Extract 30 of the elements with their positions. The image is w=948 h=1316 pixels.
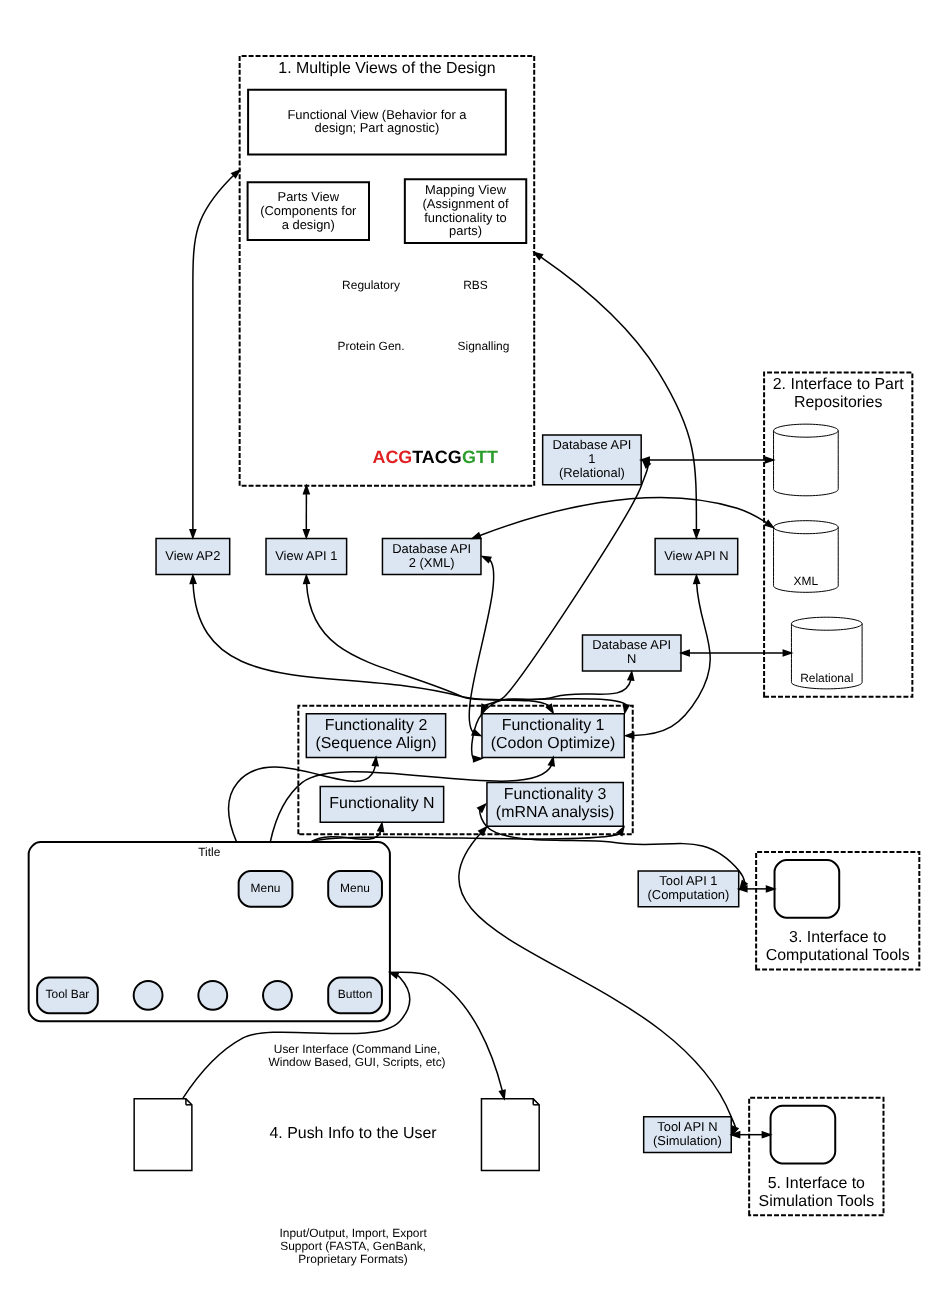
arrow bbox=[189, 167, 242, 539]
node-box: Functionality N bbox=[319, 784, 445, 822]
node-box: Functionality 2 (Sequence Align) bbox=[305, 712, 447, 758]
node-box bbox=[769, 1103, 837, 1164]
node-box: Functionality 3 (mRNA analysis) bbox=[486, 780, 624, 826]
arrow bbox=[309, 819, 385, 842]
arrow bbox=[269, 754, 556, 842]
arrow bbox=[679, 648, 794, 656]
node-circle bbox=[197, 978, 229, 1010]
cluster: 3. Interface to Computational Tools bbox=[755, 850, 921, 970]
node-box: Functionality 1 (Codon Optimize) bbox=[481, 712, 625, 758]
arrow bbox=[389, 970, 506, 1100]
arrow bbox=[302, 482, 311, 539]
arrow bbox=[729, 1129, 773, 1138]
arrow bbox=[302, 572, 555, 714]
arrow bbox=[309, 824, 625, 842]
arrow bbox=[189, 572, 631, 714]
arrow bbox=[181, 970, 411, 1099]
node-circle bbox=[132, 978, 164, 1010]
arrow bbox=[532, 250, 701, 539]
arrow bbox=[470, 495, 776, 539]
node-circle bbox=[262, 978, 293, 1010]
label: 4. Push Info to the User bbox=[269, 1123, 437, 1142]
node-box bbox=[773, 858, 841, 918]
arrow bbox=[736, 884, 777, 892]
cluster: 5. Interface to Simulation Tools bbox=[748, 1095, 885, 1216]
arrow bbox=[227, 754, 380, 842]
label: ACGTACGGTT bbox=[372, 446, 498, 467]
arrow bbox=[476, 801, 749, 890]
arrow bbox=[623, 572, 711, 739]
